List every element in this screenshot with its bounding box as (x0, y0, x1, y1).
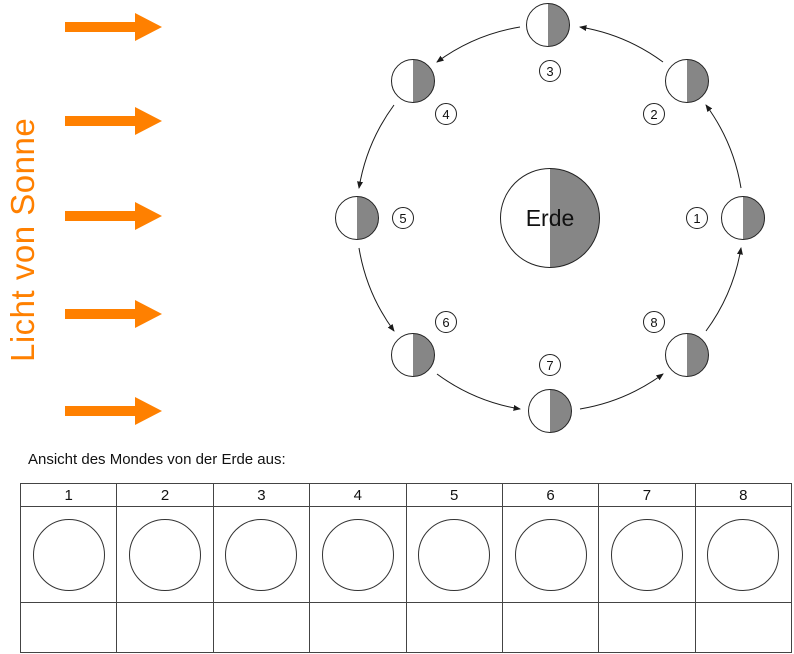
answer-table: 1 2 3 4 5 6 7 8 (19, 483, 793, 653)
arrow-shaft (65, 22, 135, 32)
orbit-arrow-6-7 (436, 373, 521, 411)
moon-position-6 (391, 333, 435, 377)
arrow-head (135, 107, 162, 135)
column-header-3: 3 (212, 483, 311, 507)
answer-cell-8 (694, 602, 793, 653)
drawing-cell-8 (694, 506, 793, 603)
orbit-arrow-1-2 (705, 104, 742, 189)
orbit-arrow-4-5 (357, 104, 395, 189)
sunlight-arrow-icon (65, 107, 162, 135)
drawing-cell-2 (116, 506, 214, 603)
drawing-cell-3 (212, 506, 311, 603)
answer-cell-1 (19, 602, 118, 653)
blank-moon-circle-3 (225, 518, 298, 591)
column-header-6: 6 (501, 483, 600, 507)
answer-cell-7 (598, 602, 696, 653)
column-header-4: 4 (309, 483, 407, 507)
blank-moon-circle-2 (129, 518, 202, 591)
sunlight-arrow-icon (65, 397, 162, 425)
moon-position-2 (665, 59, 709, 103)
sunlight-arrow-icon (65, 13, 162, 41)
arrow-head (135, 397, 162, 425)
arrow-head (135, 202, 162, 230)
earth: Erde (500, 168, 600, 268)
arrow-shaft (65, 309, 135, 319)
moon-number-badge-2: 2 (643, 103, 665, 125)
sunlight-arrow-icon (65, 202, 162, 230)
moon-number-badge-1: 1 (686, 207, 708, 229)
blank-moon-circle-5 (418, 518, 491, 591)
moon-number-badge-5: 5 (392, 207, 414, 229)
drawing-row (19, 506, 793, 603)
answer-cell-4 (309, 602, 407, 653)
column-header-2: 2 (116, 483, 214, 507)
answer-cell-5 (405, 602, 503, 653)
sunlight-label: Licht von Sonne (4, 117, 41, 362)
moon-position-7 (528, 389, 572, 433)
drawing-cell-6 (501, 506, 600, 603)
answer-cell-2 (116, 602, 214, 653)
sunlight-arrow-icon (65, 300, 162, 328)
moon-number-badge-8: 8 (643, 311, 665, 333)
table-header-row: 1 2 3 4 5 6 7 8 (19, 483, 793, 507)
moon-position-3 (526, 3, 570, 47)
column-header-8: 8 (694, 483, 793, 507)
orbit-arrow-7-8 (579, 373, 664, 410)
answer-caption: Ansicht des Mondes von der Erde aus: (28, 451, 286, 468)
orbit-arrow-2-3 (579, 25, 664, 63)
blank-moon-circle-7 (610, 518, 683, 591)
moon-position-4 (391, 59, 435, 103)
arrow-shaft (65, 116, 135, 126)
blank-moon-circle-8 (707, 518, 780, 591)
moon-number-badge-3: 3 (539, 60, 561, 82)
moon-number-badge-4: 4 (435, 103, 457, 125)
drawing-cell-1 (19, 506, 118, 603)
column-header-1: 1 (19, 483, 118, 507)
column-header-7: 7 (598, 483, 696, 507)
arrow-head (135, 13, 162, 41)
moon-position-8 (665, 333, 709, 377)
answer-cell-6 (501, 602, 600, 653)
blank-moon-circle-4 (321, 518, 394, 591)
arrow-head (135, 300, 162, 328)
answer-cell-3 (212, 602, 311, 653)
moon-position-5 (335, 196, 379, 240)
drawing-cell-5 (405, 506, 503, 603)
blank-moon-circle-6 (514, 518, 587, 591)
drawing-cell-4 (309, 506, 407, 603)
orbit-arrow-5-6 (358, 247, 395, 332)
drawing-cell-7 (598, 506, 696, 603)
earth-label: Erde (525, 204, 575, 231)
blank-moon-circle-1 (32, 518, 105, 591)
orbit-arrow-3-4 (436, 26, 521, 63)
arrow-shaft (65, 211, 135, 221)
arrow-shaft (65, 406, 135, 416)
orbit-arrow-8-1 (705, 247, 743, 332)
moon-position-1 (721, 196, 765, 240)
column-header-5: 5 (405, 483, 503, 507)
moon-number-badge-6: 6 (435, 311, 457, 333)
moon-number-badge-7: 7 (539, 354, 561, 376)
answer-row (19, 602, 793, 653)
